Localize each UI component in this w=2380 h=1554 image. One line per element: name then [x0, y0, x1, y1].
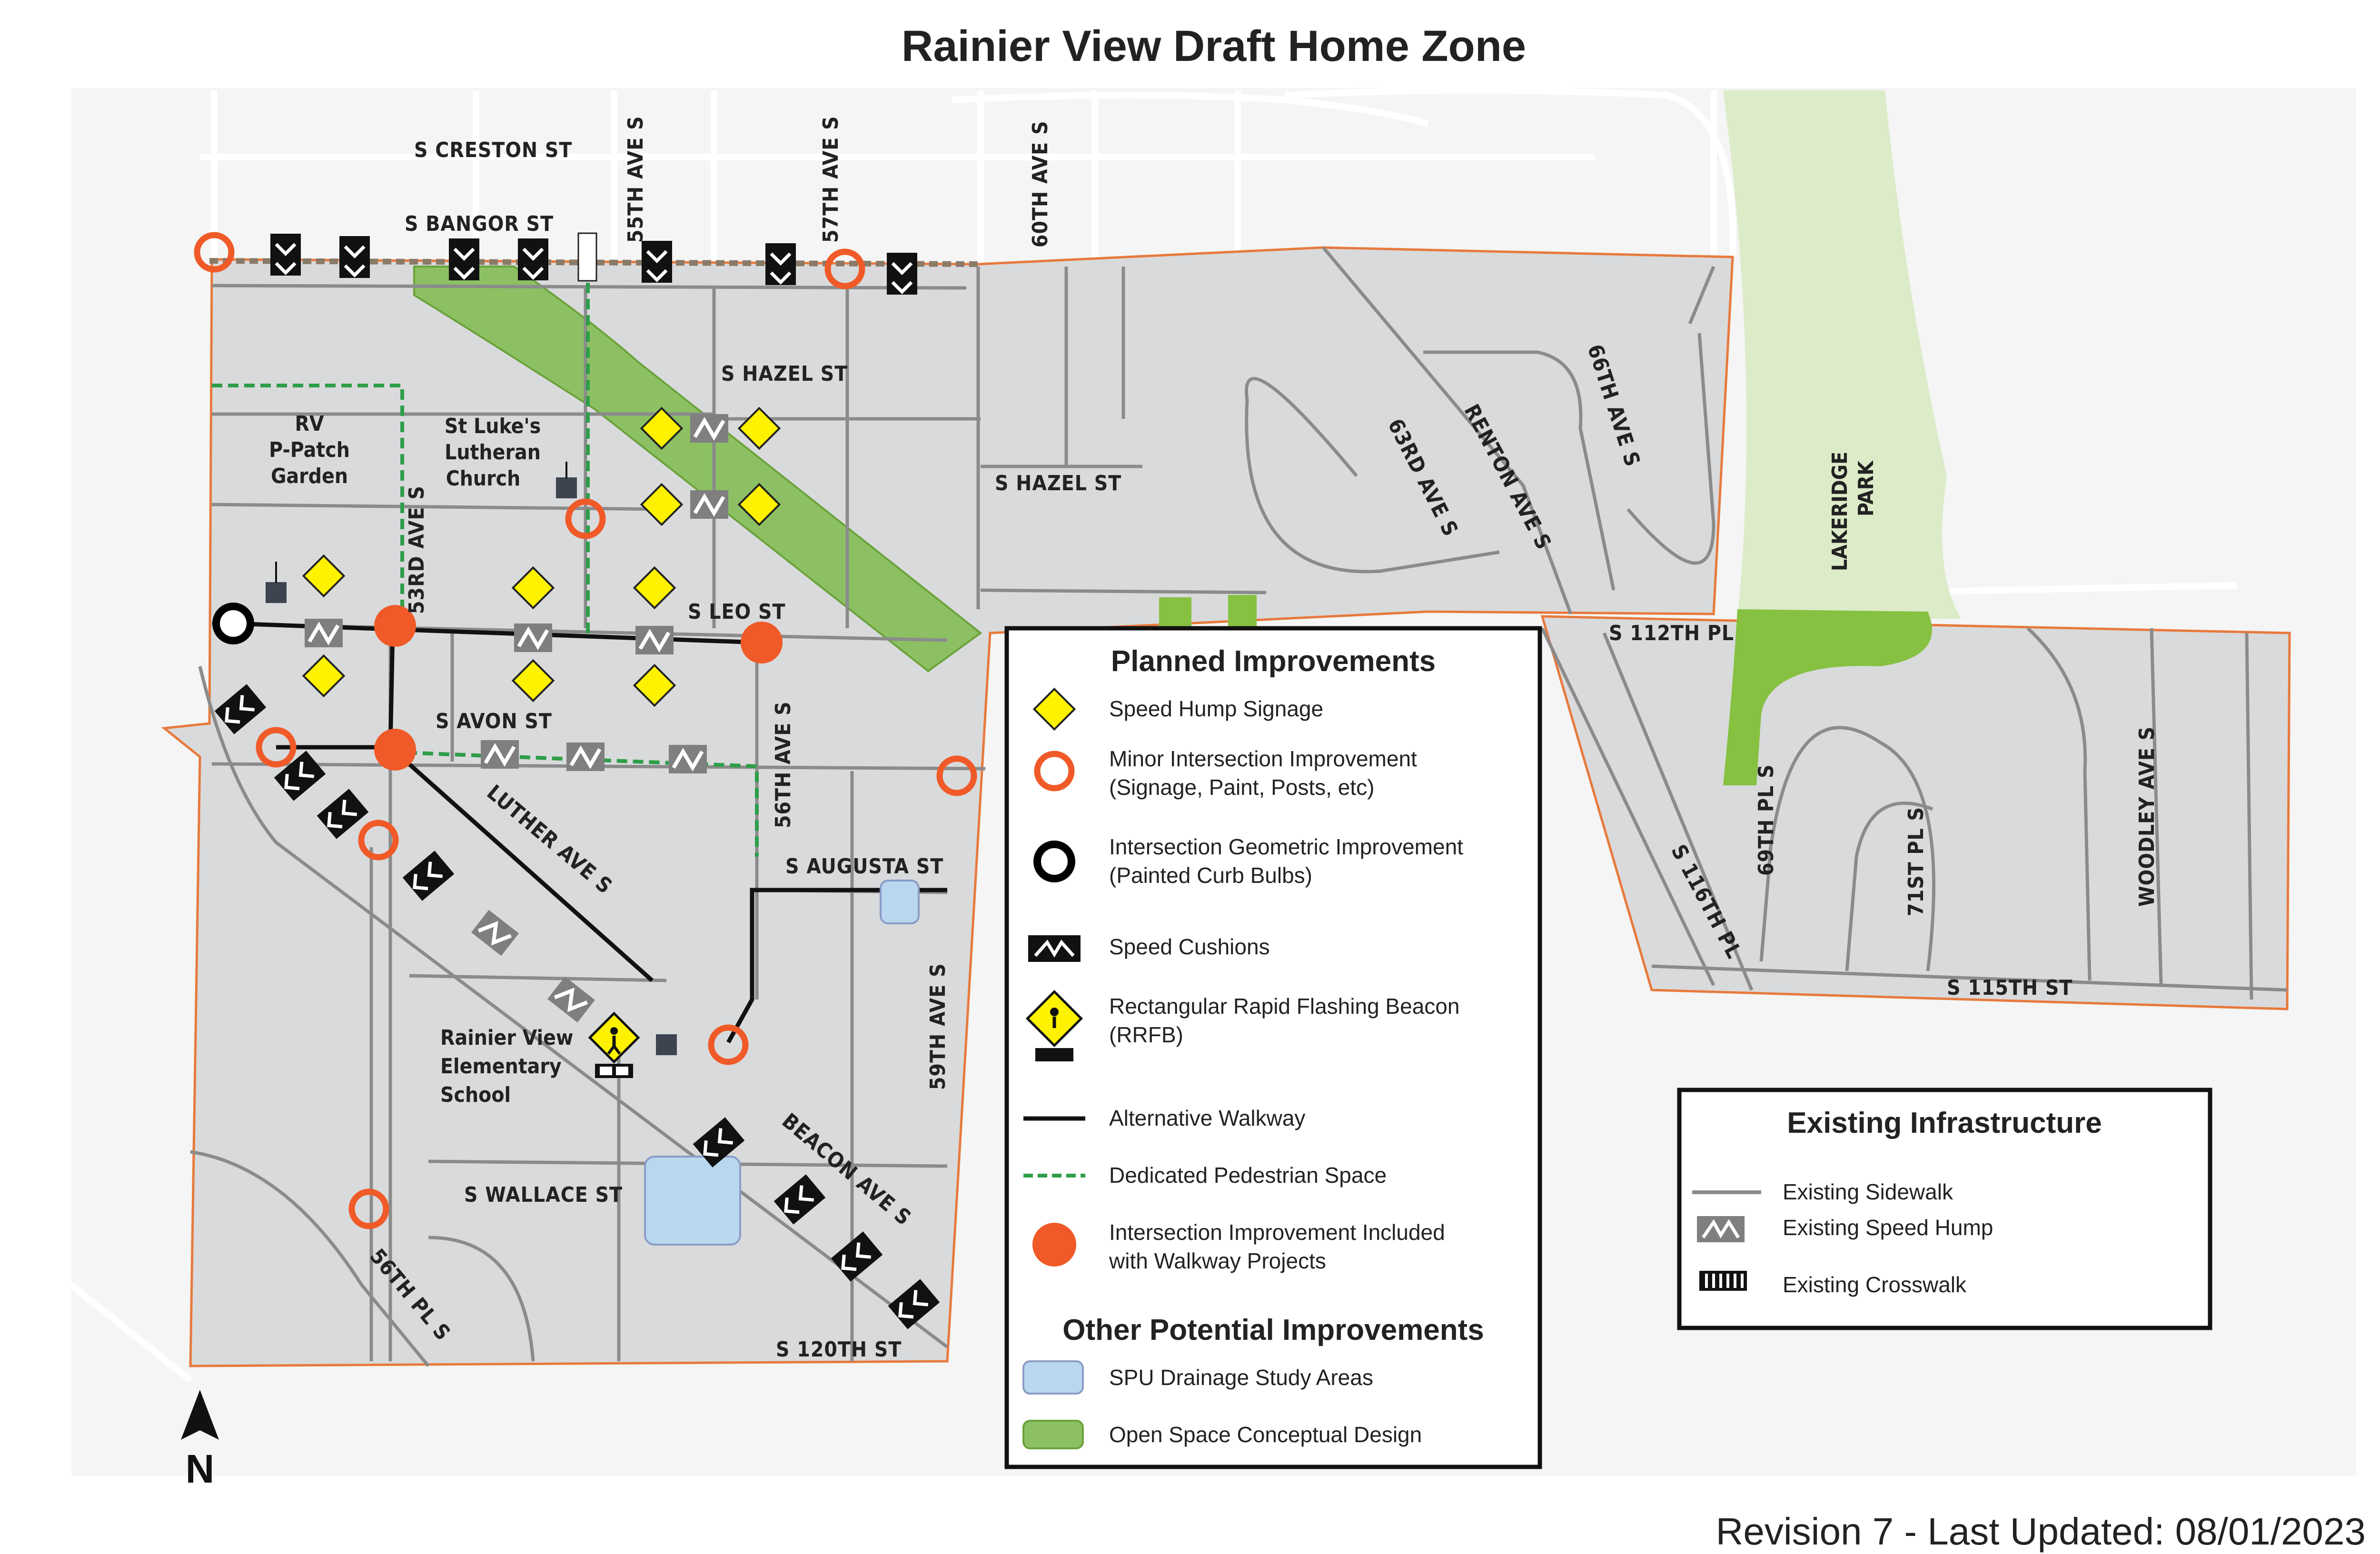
street-label: S 112TH PL [1609, 621, 1734, 645]
garden-building [266, 582, 287, 603]
rrfb-beacon [588, 1011, 640, 1078]
legend-label: Intersection Improvement Included [1109, 1220, 1445, 1245]
legend-label: Alternative Walkway [1109, 1106, 1305, 1130]
legend-planned-improvements: Planned Improvements Speed Hump Signage … [1004, 626, 1542, 1469]
street-label: WOODLEY AVE S [2135, 726, 2159, 907]
legend-label: Existing Sidewalk [1783, 1179, 1954, 1204]
legend-label: Intersection Geometric Improvement [1109, 834, 1463, 859]
street-label: 69TH PL S [1754, 764, 1778, 876]
street-label: 59TH AVE S [926, 963, 950, 1090]
street-label: S AUGUSTA ST [785, 854, 943, 879]
background-streets [69, 87, 2238, 1383]
svg-text:Lutheran: Lutheran [445, 440, 541, 465]
legend-label: Rectangular Rapid Flashing Beacon [1109, 994, 1459, 1019]
legend-existing-infrastructure: Existing Infrastructure Existing Sidewal… [1677, 1088, 2212, 1330]
street-label: S LEO ST [688, 600, 785, 624]
street-label: 57TH AVE S [819, 116, 843, 243]
existing-crosswalk [577, 232, 597, 282]
legend-label: Speed Hump Signage [1109, 696, 1323, 721]
map-title: Rainier View Draft Home Zone [902, 22, 1526, 70]
legend-label: Speed Cushions [1109, 934, 1270, 959]
home-zone-area-east [1540, 615, 2291, 1010]
svg-text:PARK: PARK [1854, 460, 1878, 516]
street-label: S 120TH ST [776, 1337, 902, 1362]
church-building [556, 477, 577, 498]
revision-note: Revision 7 - Last Updated: 08/01/2023 [1716, 1510, 2366, 1553]
street-label: S 115TH ST [1947, 976, 2073, 1000]
svg-text:Church: Church [446, 466, 521, 491]
legend-sub: (RRFB) [1109, 1022, 1183, 1047]
svg-text:RV: RV [295, 412, 324, 436]
legend-sub: (Painted Curb Bulbs) [1109, 863, 1312, 888]
legend-heading: Other Potential Improvements [1062, 1314, 1484, 1346]
street-label: S HAZEL ST [995, 471, 1121, 495]
legend-label: Existing Crosswalk [1783, 1272, 1967, 1297]
legend-heading: Planned Improvements [1111, 645, 1436, 678]
legend-heading: Existing Infrastructure [1787, 1107, 2102, 1139]
drainage-area-2 [880, 880, 920, 924]
north-arrow-label: N [186, 1446, 215, 1491]
geometric-intersection-improvement [212, 603, 254, 644]
legend-label: Existing Speed Hump [1783, 1215, 1993, 1240]
svg-text:School: School [440, 1083, 511, 1107]
street-label: 60TH AVE S [1028, 120, 1052, 247]
place-park: LAKERIDGE PARK [1828, 452, 1878, 571]
street-label: 55TH AVE S [624, 116, 648, 243]
place-church: St Luke's Lutheran Church [445, 414, 541, 491]
legend-label: Dedicated Pedestrian Space [1109, 1163, 1387, 1188]
legend-sub: (Signage, Paint, Posts, etc) [1109, 775, 1374, 800]
drainage-area-1 [644, 1156, 741, 1246]
lakeridge-park [1723, 90, 1961, 619]
svg-text:LAKERIDGE: LAKERIDGE [1828, 452, 1852, 571]
street-label: S AVON ST [436, 709, 552, 733]
svg-text:Rainier View: Rainier View [440, 1026, 574, 1050]
open-space-conceptual-design [413, 266, 982, 673]
north-arrow: N [181, 1390, 219, 1491]
legend-sub: with Walkway Projects [1109, 1248, 1326, 1273]
svg-text:P-Patch: P-Patch [269, 438, 350, 462]
street-label: 71ST PL S [1904, 807, 1928, 916]
legend-label: SPU Drainage Study Areas [1109, 1365, 1373, 1390]
street-label: S BANGOR ST [405, 212, 554, 236]
svg-text:Elementary: Elementary [440, 1054, 562, 1079]
street-label: S HAZEL ST [721, 362, 848, 386]
place-garden: RV P-Patch Garden [269, 412, 350, 488]
place-school: Rainier View Elementary School [440, 1026, 574, 1107]
legend-label: Open Space Conceptual Design [1109, 1422, 1422, 1447]
svg-text:St Luke's: St Luke's [445, 414, 541, 438]
school-building [656, 1034, 677, 1055]
green-space-112th [1723, 609, 1932, 785]
svg-text:Garden: Garden [271, 464, 348, 488]
legend-label: Minor Intersection Improvement [1109, 746, 1417, 771]
street-label: 56TH AVE S [771, 701, 795, 828]
street-label: S WALLACE ST [464, 1183, 623, 1207]
street-label: S CRESTON ST [414, 138, 572, 162]
street-label: 53RD AVE S [405, 485, 429, 614]
